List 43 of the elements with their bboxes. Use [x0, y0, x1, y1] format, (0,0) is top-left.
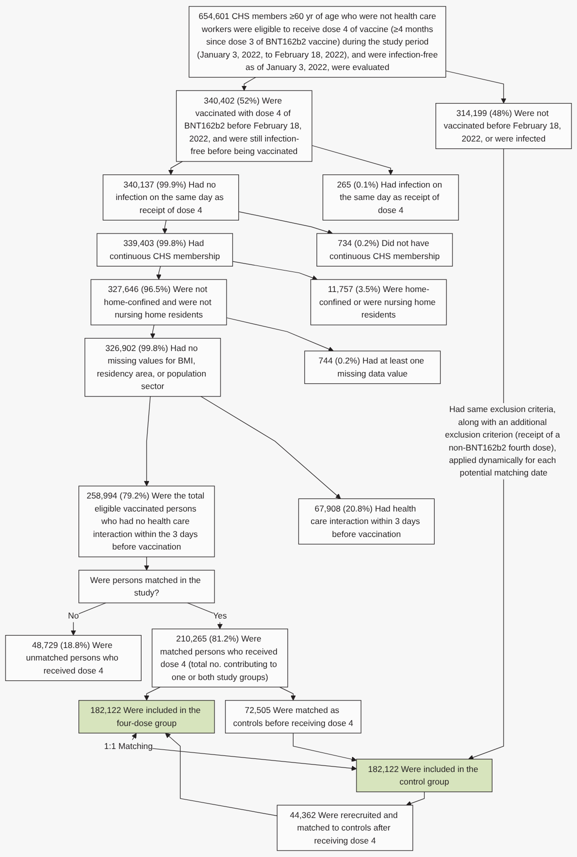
arrow — [165, 732, 278, 816]
arrow — [232, 261, 318, 280]
node-box: 314,199 (48%) Were not vaccinated before February 18, 2022, or were infected — [436, 103, 572, 150]
node-box: 72,505 Were matched as controls before receiving dose 4 — [225, 700, 362, 734]
arrow — [150, 324, 156, 339]
node-box: 744 (0.2%) Had at least one missing data value — [304, 350, 441, 384]
node-box: 11,757 (3.5%) Were home-confined or were nursing home residents — [310, 279, 447, 326]
arrow — [241, 76, 256, 91]
arrow — [144, 686, 161, 701]
arrow — [168, 161, 183, 175]
edge-label: Had same exclusion criteria, along with an additional exclusion criterion (receipt of a non-BNT162b2 fourth dose), applied dynamically for each potential matching date — [444, 404, 560, 478]
node-box: 340,402 (52%) Were vaccinated with dose 4 of BNT162b2 before February 18, 2022, and were still infection-free before being vaccinated — [176, 90, 312, 162]
node-box: 44,362 Were rerecruited and matched to controls after receiving dose 4 — [276, 804, 414, 851]
node-box: 67,908 (20.8%) Had health care interaction within 3 days before vaccination — [298, 498, 435, 544]
node-box: 327,646 (96.5%) Were not home-confined and were not nursing home residents — [90, 279, 227, 326]
node-box: 340,137 (99.9%) Had no infection on the same day as receipt of dose 4 — [102, 174, 239, 220]
node-box: 339,403 (99.8%) Had continuous CHS membership — [96, 233, 233, 267]
node-box: 182,122 Were included in the four-dose group — [78, 700, 215, 734]
edge-label: No — [68, 610, 79, 620]
node-box: 734 (0.2%) Did not have continuous CHS membership — [316, 233, 453, 267]
node-box: Were persons matched in the study? — [78, 570, 215, 604]
arrow — [162, 220, 168, 234]
arrow — [144, 556, 150, 570]
node-box: 654,601 CHS members ≥60 yr of age who were not health care workers were eligible to receive dose 4 of vaccine (≥4 months since dose 3 of BNT162b2 vaccine) during the study period (January 3, 2022, to February 18, 2022), and were infection-free as of January 3, 2022, were evaluated — [188, 6, 446, 78]
node-box: 326,902 (99.8%) Had no missing values for BMI, residency area, or population sector — [84, 338, 221, 397]
arrow — [446, 70, 506, 104]
arrow — [156, 266, 162, 280]
arrow — [200, 396, 341, 499]
arrow — [292, 732, 357, 762]
edge-label: 1:1 Matching — [104, 740, 153, 751]
node-box: 182,122 Were included in the control group — [356, 758, 492, 792]
arrow — [226, 317, 334, 352]
arrow — [406, 792, 425, 806]
node-box: 265 (0.1%) Had infection on the same day as receipt of dose 4 — [322, 174, 459, 220]
arrow — [144, 396, 151, 486]
node-box: 48,729 (18.8%) Were unmatched persons who received dose 4 — [5, 635, 142, 682]
arrow — [279, 686, 296, 701]
node-box: 210,265 (81.2%) Were matched persons who received dose 4 (total no. contributing to one or both study groups) — [152, 628, 288, 688]
node-box: 258,994 (79.2%) Were the total eligible vaccinated persons who had no health care interaction within the 3 days before vaccination — [78, 486, 215, 558]
edge-label: Yes — [213, 610, 227, 620]
arrow — [312, 145, 394, 175]
arrow — [238, 211, 333, 235]
arrow — [70, 602, 106, 636]
